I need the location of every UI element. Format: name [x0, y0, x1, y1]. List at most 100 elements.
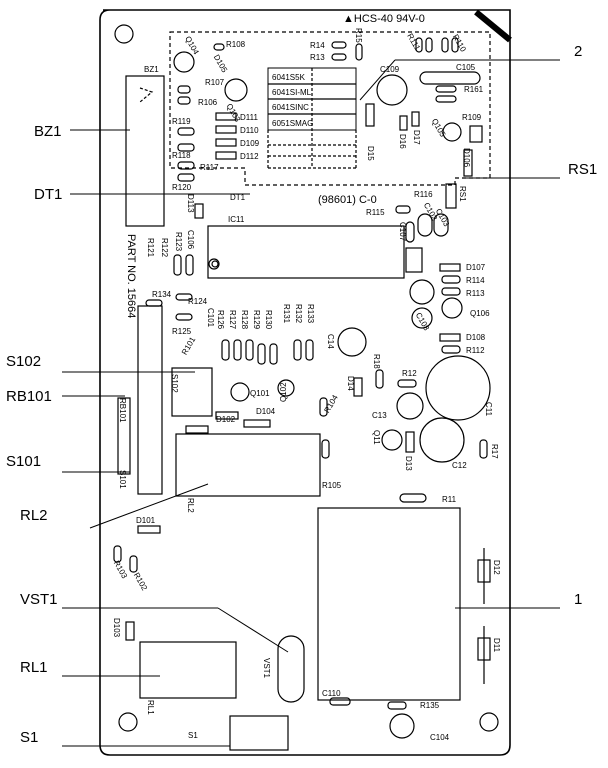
capacitor-c110 [329, 697, 351, 706]
ref-d106: D106 [462, 148, 471, 168]
ref-bz1: BZ1 [144, 65, 159, 74]
ref-r134: R134 [152, 290, 172, 299]
ref-d112: D112 [240, 152, 259, 161]
ref-r110: R110 [451, 33, 468, 54]
varistor-vst1 [277, 635, 305, 703]
transistor-q102 [277, 379, 295, 397]
ref-r116: R116 [414, 190, 433, 199]
ref-r15: R15 [354, 28, 363, 43]
ref-r111: R111 [405, 32, 422, 53]
ic11-chip [207, 225, 405, 279]
board-code: (98601) C-0 [318, 194, 377, 206]
diode-d110 [215, 125, 237, 134]
ref-d104: D104 [256, 407, 276, 416]
ref-c109: C109 [380, 65, 400, 74]
resistor-r105 [321, 439, 330, 459]
ref-r130: R130 [264, 310, 273, 330]
ref-r120: R120 [172, 183, 192, 192]
callout-rb101: RB101 [6, 388, 52, 405]
rs1-component [445, 183, 457, 209]
resistor-r102 [129, 555, 138, 573]
ref-r124: R124 [188, 297, 208, 306]
ref-r12: R12 [402, 369, 417, 378]
diode-d108 [439, 333, 461, 342]
resistor-r115 [395, 205, 411, 214]
resistor-r119 [177, 127, 195, 136]
resistor-r134 [145, 299, 163, 307]
ref-r115: R115 [366, 208, 385, 217]
callout-2: 2 [574, 43, 582, 60]
ref-d111: D111 [240, 113, 258, 122]
diode-d15 [365, 103, 375, 127]
resistor-r123 [173, 254, 182, 276]
ref-rl1: RL1 [146, 700, 155, 715]
relay-rl1 [139, 641, 237, 699]
diode-d113 [194, 203, 204, 219]
ref-d101: D101 [136, 516, 156, 525]
ref-s101: S101 [118, 470, 127, 489]
ref-d102: D102 [216, 415, 236, 424]
ref-rs1: RS1 [458, 186, 467, 202]
table-row-3: 6041SINC [272, 103, 309, 112]
ref-r114: R114 [466, 276, 485, 285]
ref-c107: C107 [398, 222, 407, 242]
ref-r107: R107 [205, 78, 225, 87]
component-1-block [317, 507, 461, 701]
ref-c108: C108 [414, 311, 432, 333]
callout-dt1: DT1 [34, 186, 62, 203]
ref-q105: Q105 [430, 117, 448, 139]
resistor-r106 [177, 96, 191, 105]
diode-d104 [243, 419, 271, 428]
ref-r133: R133 [306, 304, 315, 324]
resistor-r135 [387, 701, 407, 710]
ref-r135: R135 [420, 701, 440, 710]
table-row-2: 6041SI-ML [272, 88, 312, 97]
resistor-r13 [331, 53, 347, 61]
ref-c12: C12 [452, 461, 467, 470]
diode-d13 [405, 431, 415, 453]
capacitor-c14 [337, 327, 367, 357]
ref-r121: R121 [146, 238, 155, 258]
ref-r128: R128 [240, 310, 249, 330]
ref-d13: D13 [404, 456, 413, 471]
ref-d17: D17 [412, 130, 421, 145]
resistor-r18 [375, 369, 384, 389]
resistor-r17 [479, 439, 488, 459]
transistor-q11 [381, 429, 403, 451]
ref-d103: D103 [112, 618, 121, 638]
ref-r102: R102 [132, 571, 150, 593]
resistor-r12 [397, 379, 417, 388]
ref-q104: Q104 [183, 35, 201, 57]
resistor-r107 [177, 85, 191, 94]
resistor-r14 [331, 41, 347, 49]
ref-c104: C104 [430, 733, 450, 742]
board-outline [99, 9, 511, 756]
resistor-r161 [435, 85, 457, 93]
ref-r125: R125 [172, 327, 192, 336]
ref-r13: R13 [310, 53, 325, 62]
ref-r113: R113 [466, 289, 485, 298]
capacitor-c108-b [411, 307, 433, 329]
capacitor-c106-body [185, 254, 194, 276]
ref-d110: D110 [240, 126, 259, 135]
transistor-q105 [442, 122, 462, 142]
resistor-r11 [399, 493, 427, 503]
capacitor-c102 [417, 213, 433, 237]
resistor-r161b [435, 95, 457, 103]
ref-r119: R119 [172, 117, 191, 126]
ref-d14: D14 [346, 376, 355, 391]
resistor-r113 [441, 287, 461, 296]
resistor-r111b [425, 37, 433, 53]
ref-rb101: RB101 [118, 398, 127, 423]
table-row-1: 6041S5K [272, 73, 306, 82]
ref-r126: R126 [216, 310, 225, 330]
component-near-q105 [469, 125, 483, 143]
bz1-marker [139, 87, 154, 103]
ref-r122: R122 [160, 238, 169, 258]
capacitor-c105 [419, 71, 481, 85]
ref-r117: R117 [200, 163, 219, 172]
mounting-hole-bottom-left [118, 712, 138, 732]
resistor-r112 [441, 345, 461, 354]
diode-d12 [477, 559, 491, 583]
